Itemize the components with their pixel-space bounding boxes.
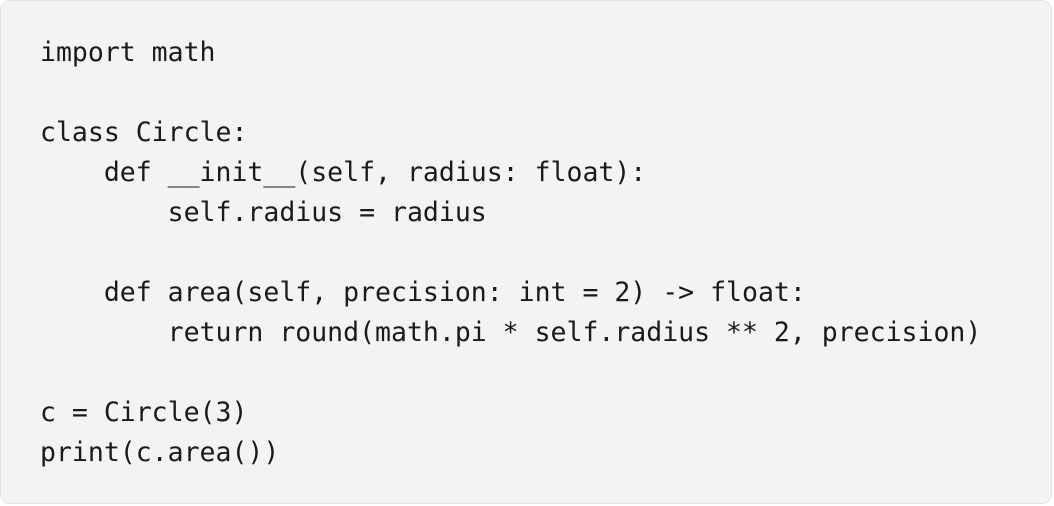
code-line: self.radius = radius — [40, 197, 487, 228]
code-line: return round(math.pi * self.radius ** 2,… — [40, 317, 982, 348]
code-line — [40, 353, 981, 393]
code-content: import math class Circle: def __init__(se… — [40, 33, 981, 473]
code-line: print(c.area()) — [40, 437, 280, 468]
code-line: class Circle: — [40, 117, 248, 148]
code-line — [40, 233, 981, 273]
code-line: c = Circle(3) — [40, 397, 248, 428]
code-line: def area(self, precision: int = 2) -> fl… — [40, 277, 806, 308]
code-line — [40, 73, 981, 113]
code-line: import math — [40, 37, 216, 68]
code-line: def __init__(self, radius: float): — [40, 157, 647, 188]
